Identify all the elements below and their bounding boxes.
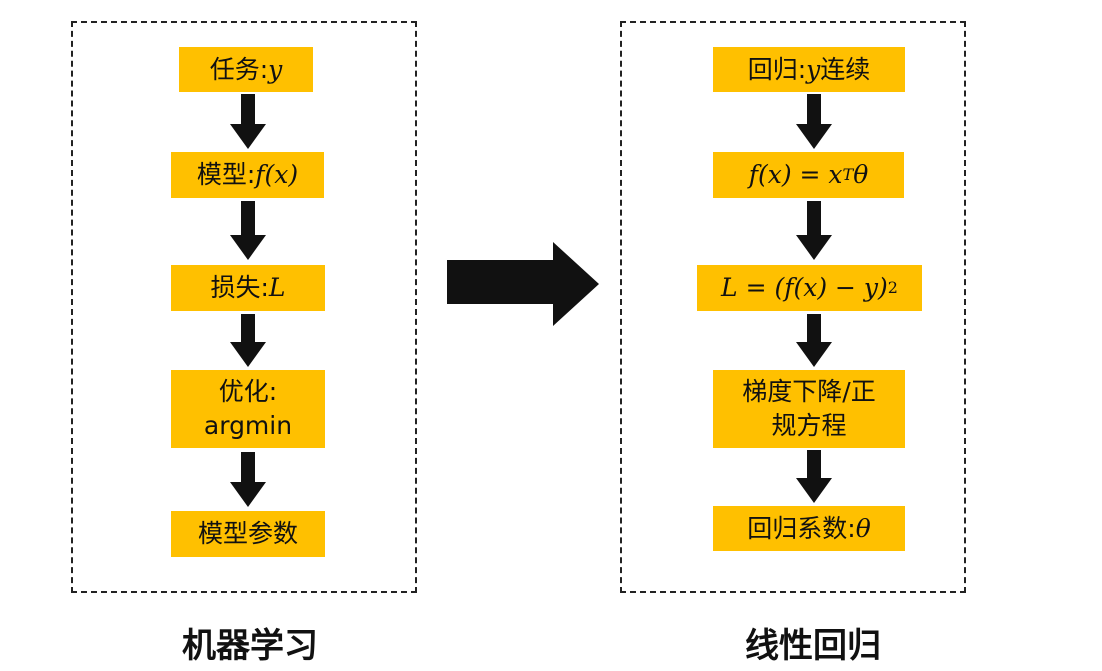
arrow-down-icon <box>796 314 832 367</box>
ml-task-label: 任务: <box>209 54 269 84</box>
lr-model-theta: θ <box>853 160 869 189</box>
arrow-down-icon <box>796 450 832 503</box>
lr-loss-math: L = (f(x) − y) <box>721 273 888 302</box>
lr-loss-box: L = (f(x) − y)2 <box>697 265 922 311</box>
arrow-down-icon <box>230 314 266 367</box>
lr-regression-math: y <box>806 54 821 84</box>
arrow-down-icon <box>796 201 832 260</box>
ml-optimize-box: 优化: argmin <box>171 370 325 448</box>
arrow-down-icon <box>230 94 266 149</box>
arrow-down-icon <box>796 94 832 149</box>
lr-coeff-box: 回归系数: θ <box>713 506 905 551</box>
lr-regression-suffix: 连续 <box>820 54 871 84</box>
ml-params-box: 模型参数 <box>171 511 325 557</box>
arrow-down-icon <box>230 201 266 260</box>
lr-optimize-line2: 规方程 <box>771 411 847 440</box>
ml-params-label: 模型参数 <box>197 519 298 548</box>
ml-optimize-label: 优化: <box>218 377 278 406</box>
ml-loss-label: 损失: <box>210 273 269 302</box>
lr-coeff-math: θ <box>855 513 871 543</box>
ml-optimize-argmin: argmin <box>203 411 293 440</box>
lr-optimize-line1: 梯度下降/正 <box>742 377 876 406</box>
ml-title: 机器学习 <box>182 626 318 666</box>
lr-optimize-box: 梯度下降/正 规方程 <box>713 370 905 448</box>
ml-task-math: y <box>268 54 283 84</box>
lr-regression-box: 回归: y 连续 <box>713 47 905 92</box>
lr-title: 线性回归 <box>745 626 881 666</box>
ml-loss-box: 损失: L <box>171 265 325 311</box>
arrow-right-icon <box>447 242 599 326</box>
ml-task-box: 任务: y <box>179 47 313 92</box>
machine-learning-panel <box>71 21 417 593</box>
ml-model-label: 模型: <box>196 160 256 189</box>
linear-regression-panel <box>620 21 966 593</box>
ml-model-math: f(x) <box>255 160 299 189</box>
lr-model-math: f(x) = x <box>748 160 843 189</box>
ml-model-box: 模型: f(x) <box>171 152 324 198</box>
lr-coeff-label: 回归系数: <box>747 513 856 543</box>
lr-regression-label: 回归: <box>747 54 807 84</box>
arrow-down-icon <box>230 452 266 507</box>
ml-loss-math: L <box>268 273 286 302</box>
